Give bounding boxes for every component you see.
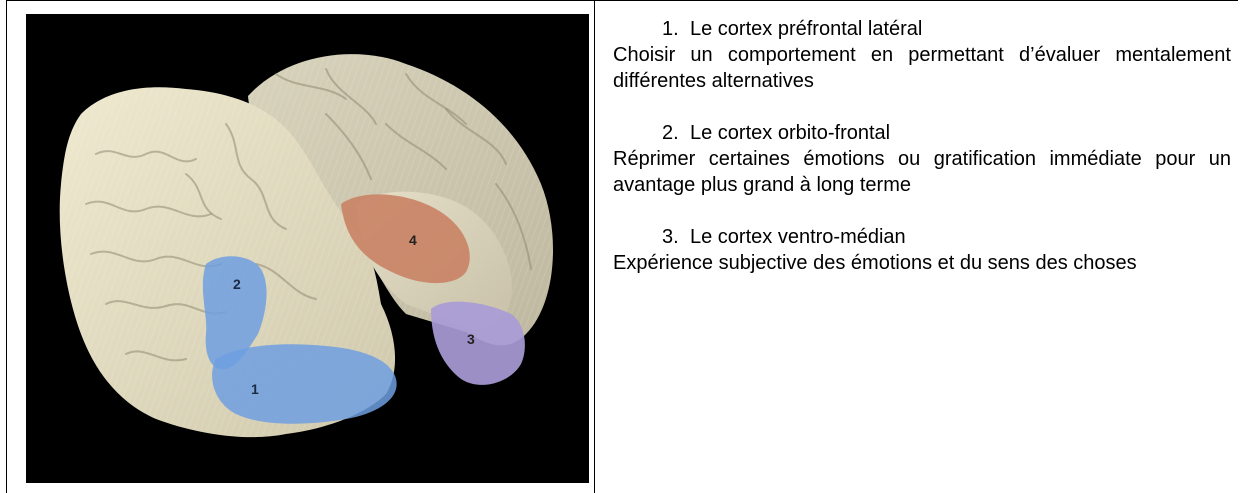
item-number: 2.	[662, 120, 686, 146]
region-3-label: 3	[467, 331, 475, 347]
item-number: 1.	[662, 16, 686, 42]
description-list: 1.Le cortex préfrontal latéral Choisir u…	[613, 16, 1235, 302]
item-title: Le cortex orbito-frontal	[686, 122, 890, 144]
table-left-border	[6, 0, 7, 493]
item-title: Le cortex ventro-médian	[686, 226, 906, 248]
item-title: Le cortex préfrontal latéral	[686, 18, 922, 40]
item-number: 3.	[662, 224, 686, 250]
item-heading: 3.Le cortex ventro-médian	[613, 224, 1235, 250]
brain-illustration: 4 3 2 1	[26, 14, 589, 483]
brain-figure: 4 3 2 1	[26, 14, 589, 483]
list-item: 2.Le cortex orbito-frontal Réprimer cert…	[613, 120, 1235, 198]
item-description: Choisir un comportement en permettant d’…	[613, 42, 1231, 94]
region-3-area	[431, 302, 525, 385]
list-item: 1.Le cortex préfrontal latéral Choisir u…	[613, 16, 1235, 94]
region-2-label: 2	[233, 276, 241, 292]
region-1-area	[212, 344, 397, 424]
table-column-divider	[594, 0, 595, 493]
item-heading: 1.Le cortex préfrontal latéral	[613, 16, 1235, 42]
document-table: 4 3 2 1 1.Le cortex préfrontal latéral C…	[6, 0, 1238, 493]
item-heading: 2.Le cortex orbito-frontal	[613, 120, 1235, 146]
region-1-label: 1	[251, 381, 259, 397]
list-item: 3.Le cortex ventro-médian Expérience sub…	[613, 224, 1235, 276]
table-top-border	[6, 0, 1238, 1]
item-description: Réprimer certaines émotions ou gratifica…	[613, 146, 1231, 198]
region-4-label: 4	[409, 232, 417, 248]
item-description: Expérience subjective des émotions et du…	[613, 250, 1231, 276]
